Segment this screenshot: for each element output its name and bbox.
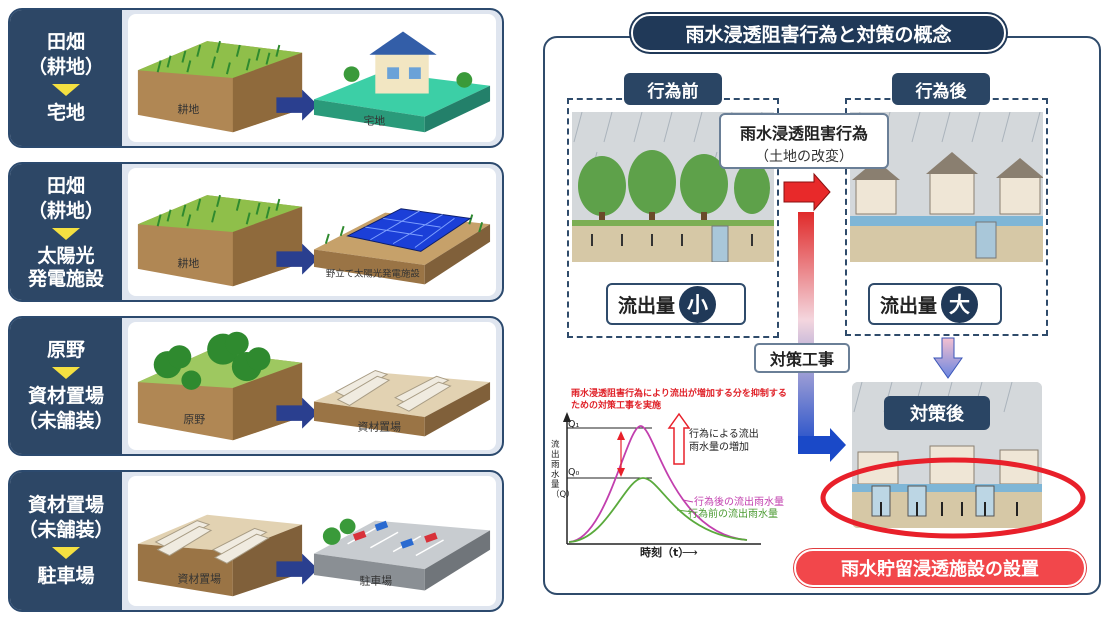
scene-from-text: 資材置場 <box>177 573 221 586</box>
label-from: 田畑 （耕地） <box>27 174 104 222</box>
up-arrow-icon <box>667 412 691 465</box>
arrow-right-icon <box>276 397 318 429</box>
before-tag: 行為前 <box>624 73 722 105</box>
label-to: 宅地 <box>46 102 85 124</box>
act-label: 雨水浸透阻害行為 <box>739 124 868 143</box>
scene-from-text: 耕地 <box>177 257 199 270</box>
arrow-right-icon <box>798 428 846 462</box>
card-farmland-to-solar: 田畑 （耕地） 太陽光 発電施設 耕地 野立て太陽光発電施設 <box>8 162 504 302</box>
card-farmland-to-residential: 田畑 （耕地） 宅地 耕地 宅地 <box>8 8 504 148</box>
scene-illustration: 原野 資材置場 <box>128 322 496 450</box>
down-triangle-icon <box>52 547 80 559</box>
down-triangle-icon <box>52 227 80 240</box>
card-label: 田畑 （耕地） 宅地 <box>10 10 122 146</box>
highlight-ellipse <box>820 457 1086 539</box>
scene-illustration: 耕地 野立て太陽光発電施設 <box>128 168 496 296</box>
down-triangle-icon <box>52 367 80 379</box>
label-from: 田畑 （耕地） <box>27 31 104 78</box>
scene-from-text: 耕地 <box>177 103 199 116</box>
install-facility-label: 雨水貯留浸透施設の設置 <box>794 549 1086 587</box>
process-arrows <box>783 172 846 462</box>
x-axis-arrow-icon: ⟶ <box>682 546 698 559</box>
before-curve <box>568 477 748 543</box>
increase-label-2: 雨水量の増加 <box>689 442 749 453</box>
arrow-right-icon <box>276 553 318 585</box>
runoff-hydrograph <box>547 384 787 574</box>
panel-title: 雨水浸透阻害行為と対策の概念 <box>631 14 1006 52</box>
arrow-right-icon <box>783 172 831 212</box>
after-curve-label: 行為後の流出雨水量 <box>694 497 784 508</box>
solar-panel-icon <box>346 208 472 252</box>
card-label: 原野 資材置場 （未舗装） <box>10 318 122 454</box>
runoff-large-badge: 大 <box>941 285 979 323</box>
scene-illustration: 資材置場 駐車場 <box>128 476 496 606</box>
down-triangle-icon <box>52 84 80 96</box>
before-curve-label: 行為前の流出雨水量 <box>688 509 778 520</box>
scene-from-text: 原野 <box>183 414 205 426</box>
label-to: 太陽光 発電施設 <box>27 244 104 290</box>
arrow-right-icon <box>276 89 318 121</box>
x-axis-label: 時刻（t） <box>640 546 690 559</box>
card-wilderness-to-storage: 原野 資材置場 （未舗装） 原野 資材 <box>8 316 504 456</box>
increase-label-1: 行為による流出 <box>689 429 759 440</box>
scene-illustration: 耕地 宅地 <box>128 14 496 142</box>
graph-note: 雨水浸透阻害行為により流出が増加する分を抑制するための対策工事を実施 <box>571 389 787 411</box>
measures-label: 対策工事 <box>754 343 850 373</box>
card-storage-to-parking: 資材置場 （未舗装） 駐車場 資材置場 <box>8 470 504 612</box>
scene-to-text: 駐車場 <box>359 575 392 588</box>
q1-label: Q₁ <box>568 419 580 430</box>
card-label: 資材置場 （未舗装） 駐車場 <box>10 472 122 610</box>
label-to: 資材置場 （未舗装） <box>18 385 114 432</box>
label-from: 原野 <box>46 339 85 361</box>
scene-to-text: 資材置場 <box>358 421 402 434</box>
runoff-label: 流出量 <box>880 294 938 317</box>
act-label-box: 雨水浸透阻害行為 （土地の改変） <box>719 113 889 169</box>
act-sublabel: （土地の改変） <box>755 149 853 165</box>
scene-to-text: 野立て太陽光発電施設 <box>326 268 420 279</box>
after-measures-tag: 対策後 <box>884 396 990 430</box>
runoff-small-badge: 小 <box>679 285 717 323</box>
down-arrow-icon <box>933 337 963 379</box>
runoff-before: 流出量 小 <box>606 283 746 325</box>
label-from: 資材置場 （未舗装） <box>18 494 114 541</box>
arrow-right-icon <box>276 243 318 275</box>
q0-label: Q₀ <box>568 467 580 478</box>
scene-to-text: 宅地 <box>363 115 385 128</box>
runoff-after: 流出量 大 <box>868 283 1002 325</box>
after-tag: 行為後 <box>892 73 990 105</box>
card-label: 田畑 （耕地） 太陽光 発電施設 <box>10 164 122 300</box>
runoff-label: 流出量 <box>618 294 676 317</box>
label-to: 駐車場 <box>37 565 95 587</box>
y-axis-label: 流出雨水量（Q） <box>551 440 575 500</box>
